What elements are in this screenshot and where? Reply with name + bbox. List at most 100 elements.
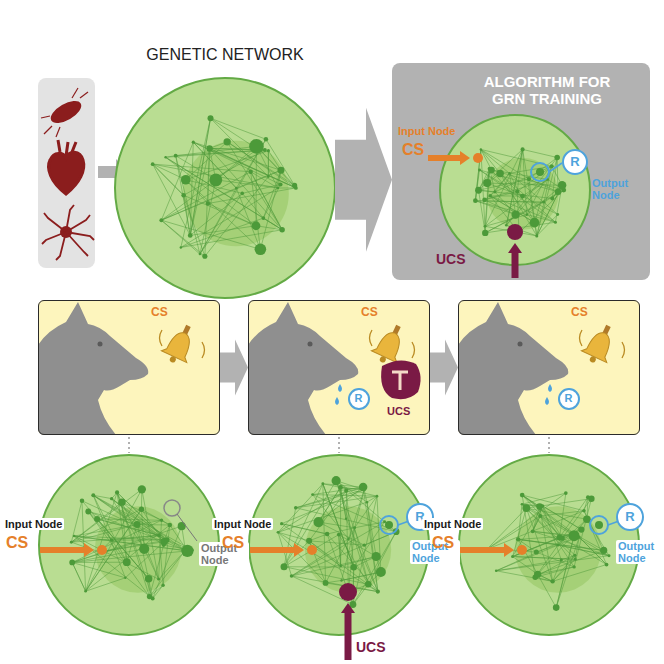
- network-link: [251, 172, 282, 230]
- network-link: [190, 118, 210, 235]
- gene-dot: [174, 154, 178, 158]
- gene-dot: [560, 558, 563, 561]
- bell-ring-mark: [580, 330, 583, 346]
- genetic-network: [440, 115, 590, 265]
- gene-dot: [261, 216, 265, 220]
- steak-bone: [392, 372, 408, 390]
- gene-dot: [240, 192, 244, 196]
- gene-dot: [482, 230, 488, 236]
- dog-eye: [308, 342, 313, 347]
- network-link: [353, 532, 396, 605]
- network-link: [480, 170, 523, 196]
- bell-body: [161, 327, 197, 362]
- network-link: [284, 508, 296, 567]
- network-link: [142, 489, 159, 579]
- gene-dot: [555, 189, 561, 195]
- gene-dot: [508, 172, 510, 174]
- gene-dot: [578, 536, 581, 539]
- network-link: [339, 535, 376, 557]
- cs-input-arrow-head: [460, 151, 470, 165]
- network-link: [72, 562, 85, 591]
- gene-dot: [493, 190, 496, 193]
- gene-dot: [123, 558, 131, 566]
- gene-dot: [332, 476, 341, 485]
- bell-icon: [159, 320, 201, 368]
- network-link: [278, 187, 296, 188]
- gene-dot: [164, 537, 169, 542]
- network-link: [475, 201, 515, 215]
- gene-dot: [115, 490, 119, 494]
- stimulus-label: CS: [151, 306, 168, 320]
- gene-dot: [264, 137, 268, 141]
- network-link: [522, 495, 584, 511]
- bell-icon: [579, 320, 621, 368]
- input-node-dot: [97, 545, 107, 555]
- gene-dot: [281, 563, 288, 570]
- network-link: [349, 490, 365, 539]
- network-link: [342, 490, 365, 581]
- bell-clapper: [589, 355, 597, 363]
- network-link: [543, 506, 563, 538]
- gene-dot: [181, 175, 191, 185]
- genetic-network: [39, 455, 219, 635]
- network-link: [278, 532, 326, 583]
- dotted-link: [548, 437, 549, 453]
- network-link: [86, 578, 126, 591]
- network-link: [323, 484, 354, 567]
- response-label: R: [625, 510, 634, 525]
- gene-dot: [515, 189, 519, 193]
- neuron-dendrite: [66, 215, 90, 232]
- gene-dot: [475, 187, 482, 194]
- network-link: [193, 142, 280, 184]
- network-link: [72, 562, 85, 591]
- network-link: [153, 164, 191, 235]
- network-link: [522, 493, 566, 504]
- network-link: [292, 522, 385, 576]
- gene-dot: [199, 253, 201, 255]
- block-arrow: [430, 340, 458, 396]
- input-node-dot: [517, 545, 527, 555]
- network-link: [268, 151, 269, 177]
- gene-dot: [340, 579, 342, 581]
- gene-dot: [110, 497, 113, 500]
- gene-dot: [181, 545, 193, 557]
- network-link: [479, 170, 492, 190]
- gene-dot: [267, 175, 270, 178]
- gene-dot: [80, 499, 84, 503]
- network-link: [368, 532, 396, 585]
- gene-dot: [157, 578, 160, 581]
- network-link: [186, 142, 227, 180]
- gene-dot: [277, 187, 280, 190]
- network-link: [485, 215, 527, 227]
- network-link: [355, 528, 369, 585]
- gene-dot: [521, 147, 525, 151]
- network-link: [522, 504, 604, 550]
- scene-panel-box: CSR: [458, 300, 640, 435]
- dog-head: [458, 302, 568, 435]
- network-link: [485, 179, 548, 226]
- network-link: [193, 142, 236, 188]
- gene-dot: [550, 164, 554, 168]
- node-label: Output Node: [592, 177, 640, 201]
- gene-dot: [151, 597, 155, 601]
- gene-dot: [151, 162, 155, 166]
- bacterium-flagellum: [80, 92, 88, 98]
- stimulus-label: CS: [571, 306, 588, 320]
- block-arrow: [220, 340, 248, 396]
- network-link: [74, 536, 153, 599]
- network-link: [526, 508, 552, 581]
- gene-dot: [520, 493, 525, 498]
- network-membrane: [115, 78, 335, 298]
- network-link: [522, 495, 579, 537]
- output-gene-dot: [536, 168, 544, 176]
- network-link: [537, 185, 562, 236]
- network-link: [153, 585, 163, 598]
- scene-panel-box: CS: [38, 300, 220, 435]
- scene-panel: [458, 300, 640, 435]
- network-link: [74, 536, 167, 540]
- gene-dot: [159, 218, 163, 222]
- steak-body: [381, 360, 420, 399]
- gene-dot: [325, 532, 330, 537]
- network-link: [211, 118, 269, 176]
